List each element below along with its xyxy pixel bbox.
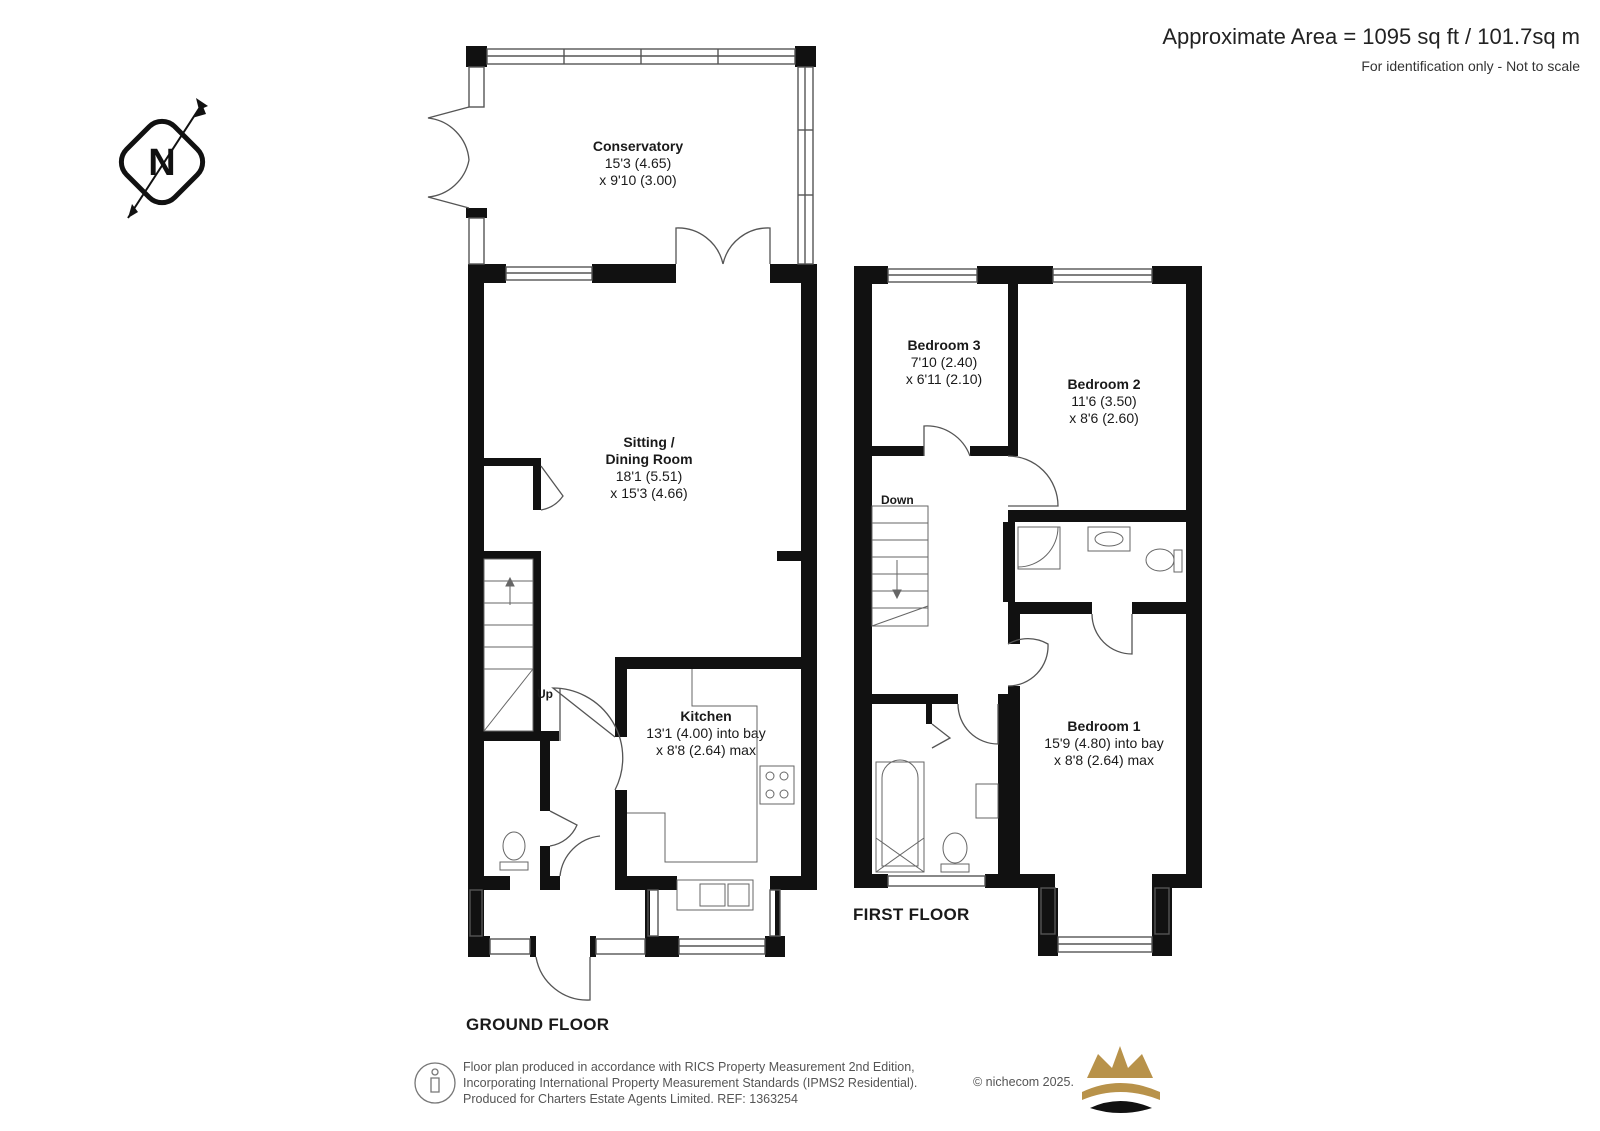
person-icon [414,1062,456,1104]
footer-line: Incorporating International Property Mea… [463,1076,918,1090]
room-sitting-dining: Sitting / Dining Room 18'1 (5.51) x 15'3… [605,434,692,502]
room-dimension: 18'1 (5.51) [615,468,683,484]
room-name: Bedroom 1 [1067,718,1141,734]
first-floor-windows [887,268,1170,953]
room-dimension: x 6'11 (2.10) [905,371,983,387]
room-name: Kitchen [680,708,732,724]
room-dimension: 7'10 (2.40) [910,354,978,370]
room-dimension: x 8'8 (2.64) max [656,742,756,758]
ground-floor-label: GROUND FLOOR [466,1015,610,1034]
compass-letter: N [148,142,175,184]
room-dimension: 15'9 (4.80) into bay [1044,735,1164,751]
room-dimension: x 15'3 (4.66) [610,485,688,501]
footer-notes: Floor plan produced in accordance with R… [463,1059,917,1107]
ground-floor-fixtures [483,558,795,911]
footer-line: Produced for Charters Estate Agents Limi… [463,1092,798,1106]
stairs-down-label: Down [881,493,914,507]
room-dimension: 11'6 (3.50) [1071,393,1137,409]
stairs-up-label: Up [537,687,553,701]
room-name: Dining Room [605,451,693,467]
ground-floor-walls [466,46,817,957]
ground-floor-doors [427,106,771,1001]
crown-logo [1082,1046,1160,1113]
room-conservatory: Conservatory 15'3 (4.65) x 9'10 (3.00) [593,138,683,189]
room-dimension: 15'3 (4.65) [604,155,672,171]
room-dimension: x 8'8 (2.64) max [1054,752,1154,768]
room-name: Sitting / [623,434,675,450]
room-dimension: x 9'10 (3.00) [599,172,677,188]
ground-floor-windows [468,48,814,955]
room-bedroom-1: Bedroom 1 15'9 (4.80) into bay x 8'8 (2.… [1044,718,1163,769]
room-name: Conservatory [592,138,684,154]
room-name: Bedroom 2 [1067,376,1141,392]
north-arrow-icon [118,98,208,219]
room-dimension: 13'1 (4.00) into bay [646,725,766,741]
room-kitchen: Kitchen 13'1 (4.00) into bay x 8'8 (2.64… [646,708,765,759]
first-floor-fixtures [871,505,1183,873]
scale-note: For identification only - Not to scale [1361,58,1580,74]
copyright: © nichecom 2025. [973,1075,1074,1089]
room-dimension: x 8'6 (2.60) [1069,410,1139,426]
first-floor-label: FIRST FLOOR [853,905,970,924]
room-bedroom-2: Bedroom 2 11'6 (3.50) x 8'6 (2.60) [1067,376,1140,427]
room-name: Bedroom 3 [907,337,981,353]
approximate-area-title: Approximate Area = 1095 sq ft / 101.7sq … [1162,24,1580,49]
footer-line: Floor plan produced in accordance with R… [463,1060,915,1074]
room-bedroom-3: Bedroom 3 7'10 (2.40) x 6'11 (2.10) [906,337,982,388]
first-floor-walls [854,266,1202,956]
first-floor-doors [923,425,1133,749]
